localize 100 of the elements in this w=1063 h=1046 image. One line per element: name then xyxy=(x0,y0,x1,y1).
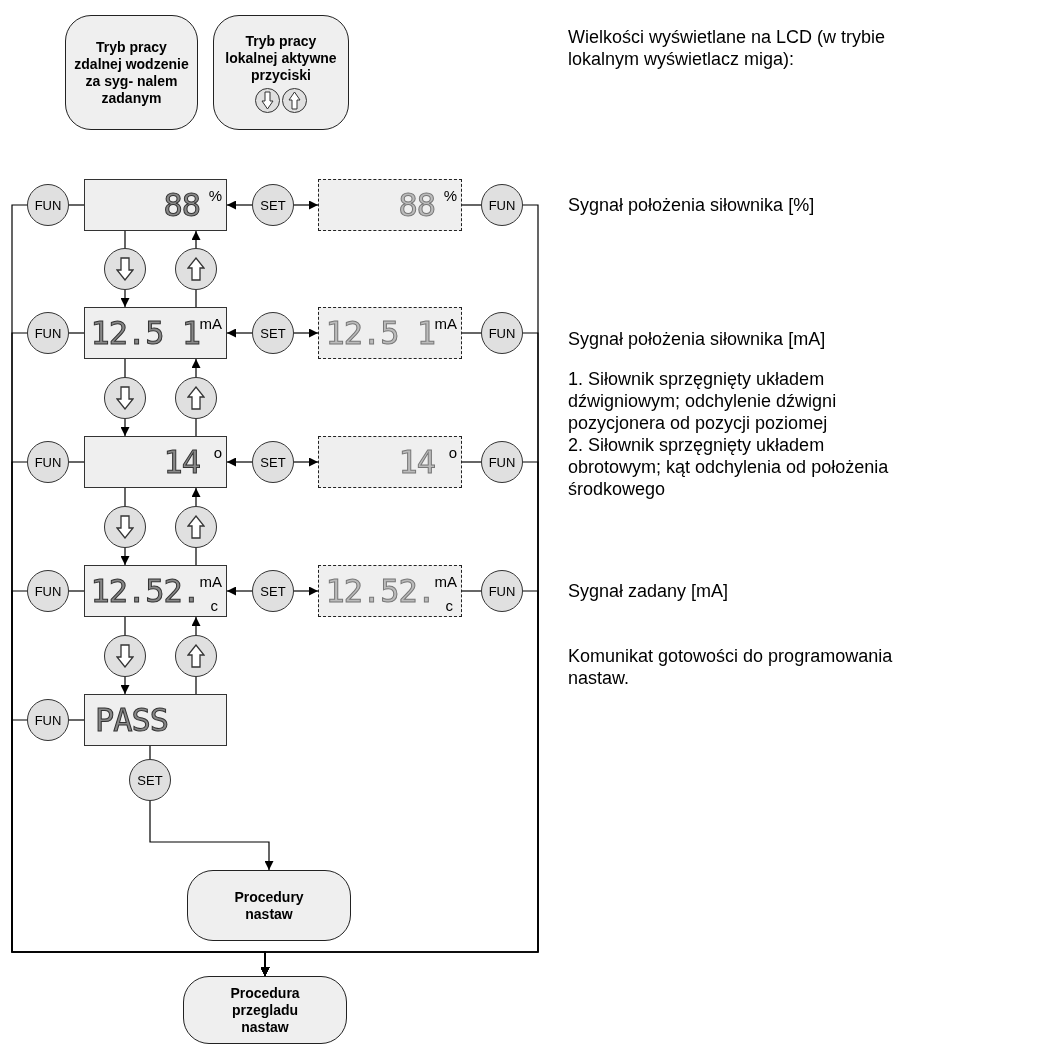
unit-label: mA xyxy=(199,573,222,590)
round-button xyxy=(481,184,523,226)
button-label: SET xyxy=(260,454,286,470)
arrow xyxy=(191,487,201,507)
arrow-button xyxy=(104,506,146,548)
button-label: SET xyxy=(137,772,163,788)
arrow xyxy=(226,586,253,596)
arrow xyxy=(149,800,274,871)
connector-line xyxy=(195,547,197,566)
round-button xyxy=(27,570,69,612)
arrow-button xyxy=(175,506,217,548)
unit-label: c xyxy=(210,597,218,614)
arrow-button xyxy=(104,635,146,677)
note-text: 2. Siłownik sprzęgnięty układem obrotowym; kąt odchylenia od położenia środkowego xyxy=(568,434,890,500)
segment-digits: 12.52. xyxy=(325,571,435,611)
lcd-display-blinking xyxy=(318,179,462,231)
note-text: Komunikat gotowości do programowania nastaw. xyxy=(568,645,894,689)
note-text: Wielkości wyświetlane na LCD (w trybie lokalnym wyświetlacz miga): xyxy=(568,26,887,70)
button-label: SET xyxy=(260,325,286,341)
rounded-box xyxy=(65,15,198,130)
lcd-display xyxy=(84,179,227,231)
connector-line xyxy=(68,461,85,463)
lcd-display-blinking xyxy=(318,307,462,359)
segment-digits: 88 xyxy=(398,185,435,225)
unit-label: mA xyxy=(434,315,457,332)
round-button xyxy=(129,759,171,801)
arrow xyxy=(293,328,319,338)
note-text: Sygnał położenia siłownika [%] xyxy=(568,194,816,216)
arrow xyxy=(191,358,201,378)
button-label: FUN xyxy=(488,583,516,599)
arrow-button xyxy=(175,248,217,290)
lcd-display-blinking xyxy=(318,565,462,617)
note-text: Sygnał położenia siłownika [mA] xyxy=(568,328,827,350)
lcd-display xyxy=(84,565,227,617)
lcd-display xyxy=(84,307,227,359)
button-label: FUN xyxy=(34,583,62,599)
connector-line xyxy=(124,487,126,507)
button-label: SET xyxy=(260,197,286,213)
note-text: 1. Siłownik sprzęgnięty układem dźwigniowym; odchylenie dźwigni pozycjonera od pozycji poziomej xyxy=(568,368,838,434)
arrow xyxy=(226,328,253,338)
segment-digits: PASS xyxy=(95,700,169,740)
arrow xyxy=(226,457,253,467)
segment-digits: 12.52. xyxy=(90,571,200,611)
unit-label: o xyxy=(213,444,222,461)
segment-digits: 12.5 1 xyxy=(325,313,435,353)
box-label: Procedura przegladu nastaw xyxy=(229,984,301,1036)
connector-line xyxy=(68,590,85,592)
round-button xyxy=(481,570,523,612)
unit-label: c xyxy=(445,597,453,614)
connector-line xyxy=(68,719,85,721)
connector-line xyxy=(124,230,126,249)
connector-line xyxy=(68,204,85,206)
connector-line xyxy=(124,358,126,378)
round-button xyxy=(252,570,294,612)
arrow xyxy=(120,289,130,308)
round-button xyxy=(481,312,523,354)
button-label: FUN xyxy=(488,325,516,341)
arrow xyxy=(293,457,319,467)
connector-line xyxy=(461,461,482,463)
unit-label: mA xyxy=(199,315,222,332)
connector-line xyxy=(195,418,197,437)
arrow xyxy=(293,200,319,210)
arrow xyxy=(120,418,130,437)
note-text: Sygnał zadany [mA] xyxy=(568,580,730,602)
button-label: FUN xyxy=(34,454,62,470)
arrow xyxy=(191,616,201,636)
connector-line xyxy=(149,745,151,760)
button-label: FUN xyxy=(488,454,516,470)
box-label: Tryb pracy zdalnej wodzenie za syg- nalem zadanym xyxy=(73,38,190,107)
connector-line xyxy=(68,332,85,334)
round-button xyxy=(252,312,294,354)
round-button xyxy=(27,441,69,483)
lcd-display-blinking xyxy=(318,436,462,488)
segment-digits: 12.5 1 xyxy=(90,313,200,353)
arrow-button xyxy=(104,248,146,290)
segment-digits: 14 xyxy=(398,442,435,482)
arrow xyxy=(11,719,270,977)
arrow xyxy=(191,230,201,249)
unit-label: % xyxy=(443,187,457,204)
segment-digits: 88 xyxy=(163,185,200,225)
round-button xyxy=(252,184,294,226)
rounded-box xyxy=(213,15,349,130)
connector-line xyxy=(461,204,482,206)
arrow xyxy=(120,547,130,566)
arrow xyxy=(120,676,130,695)
box-label: Tryb pracy lokalnej aktywne przyciski xyxy=(224,32,338,84)
connector-line xyxy=(195,676,197,695)
lcd-display xyxy=(84,694,227,746)
unit-label: o xyxy=(448,444,457,461)
box-label: Procedury nastaw xyxy=(233,888,305,923)
arrow-button xyxy=(104,377,146,419)
lcd-display xyxy=(84,436,227,488)
connector-line xyxy=(461,590,482,592)
round-button xyxy=(27,312,69,354)
connector-line xyxy=(461,332,482,334)
rounded-box xyxy=(187,870,351,941)
arrow xyxy=(293,586,319,596)
unit-label: % xyxy=(208,187,222,204)
round-button xyxy=(481,441,523,483)
button-label: SET xyxy=(260,583,286,599)
